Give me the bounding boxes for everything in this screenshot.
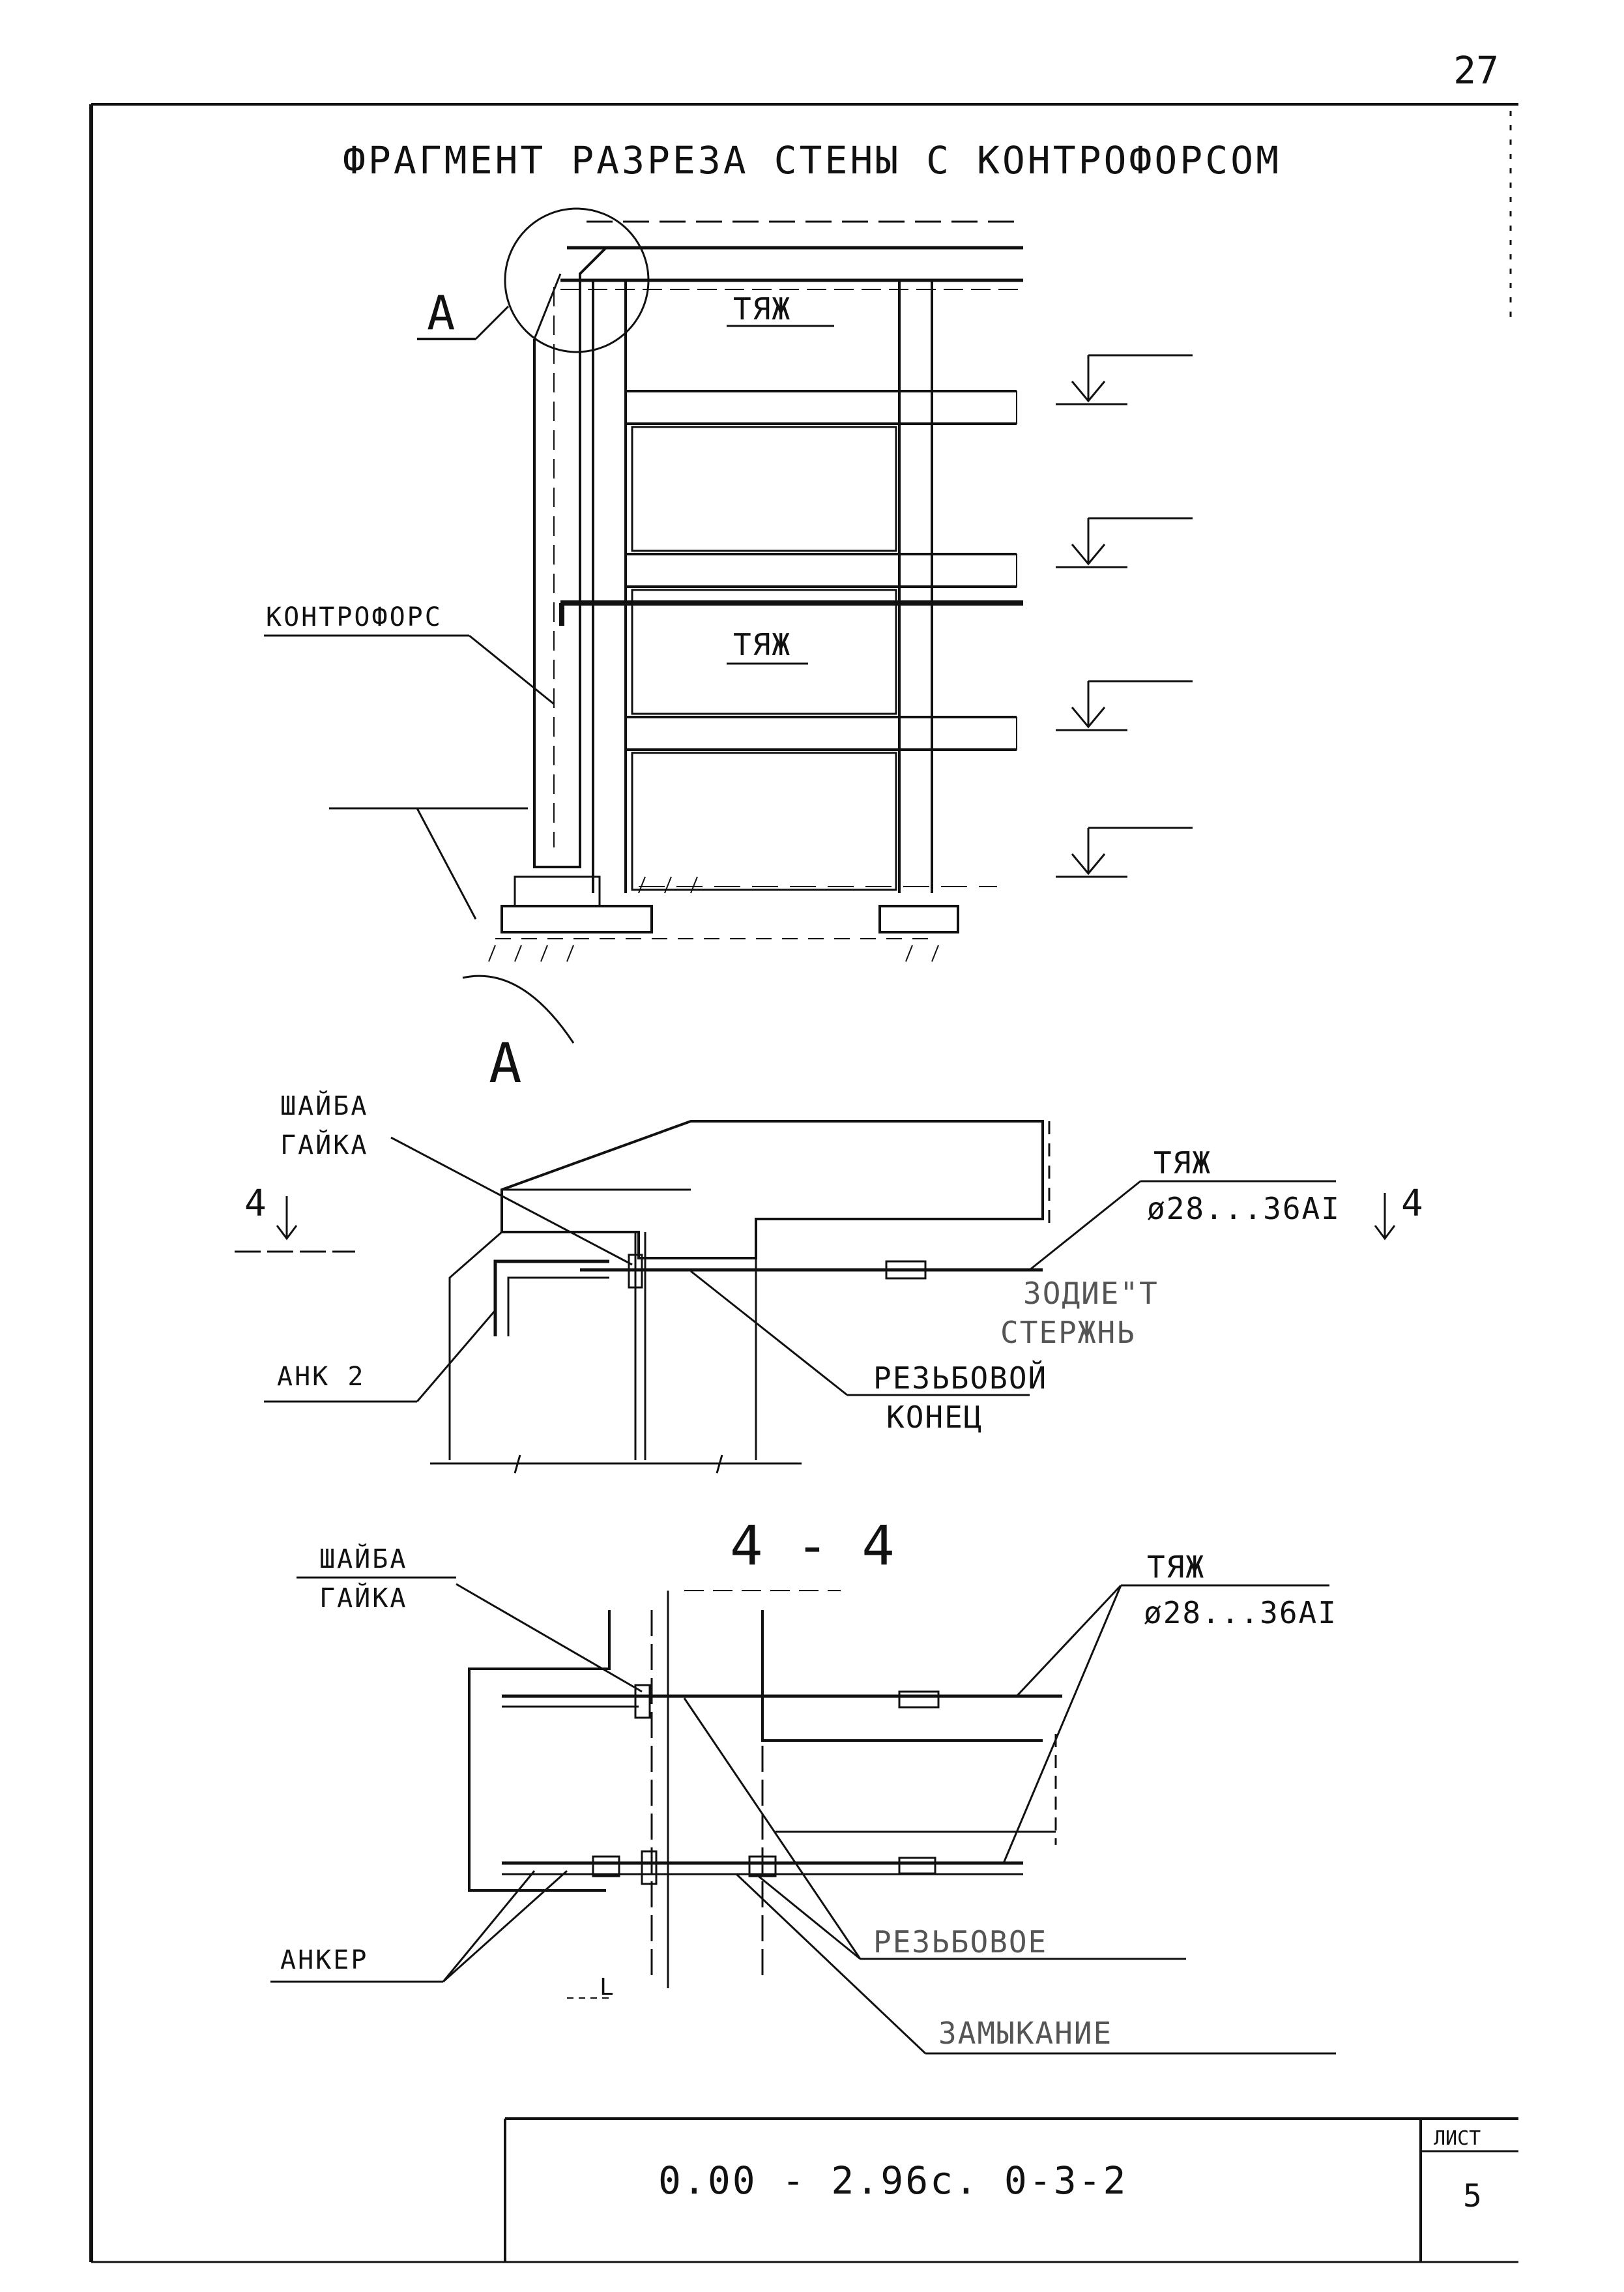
detail-a-tie-diameter: ø28...36AI — [1147, 1191, 1341, 1226]
tie-label-middle: ТЯЖ — [733, 627, 791, 662]
detail-a-tie-label: ТЯЖ — [1153, 1145, 1211, 1181]
drawing-title: ФРАГМЕНТ РАЗРЕЗА СТЕНЫ С КОНТРОФОРСОМ — [343, 138, 1281, 183]
floor-slabs — [626, 390, 1017, 891]
section-4-4-view: 4 - 4 ШАЙБА ГАЙКА ТЯЖ ø28...36AI А — [270, 1514, 1337, 2055]
section-4-4-small-mark: L — [600, 1974, 614, 2001]
section-4-4-anchor-label: АНКЕР — [280, 1945, 368, 1975]
detail-a-threaded-line2: КОНЕЦ — [886, 1400, 983, 1435]
detail-a-callout-label: А — [427, 286, 455, 340]
detail-a-threaded-line1: РЕЗЬБОВОЙ — [873, 1360, 1047, 1396]
detail-a-nut-label: ГАЙКА — [280, 1129, 368, 1160]
title-block: 0.00 - 2.96с. 0-3-2 ЛИСТ 5 — [504, 2117, 1518, 2262]
sheet-frame — [89, 103, 1518, 2263]
detail-a-weld-rod-line1: ЗОДИЕ"Т — [1023, 1276, 1159, 1311]
detail-a-section-mark-right: 4 — [1401, 1183, 1423, 1225]
section-4-4-nut-label: ГАЙКА — [319, 1582, 407, 1613]
footings — [488, 875, 997, 962]
section-4-4-title: 4 - 4 — [730, 1514, 895, 1578]
detail-a-view: А ШАЙБА ГАЙКА 4 4 ТЯЖ ø28...36AI З — [235, 975, 1423, 1474]
page-number: 27 — [1453, 48, 1499, 93]
sheet-number: 5 — [1463, 2178, 1482, 2214]
detail-a-weld-rod-line2: СТЕРЖНЬ — [1000, 1315, 1136, 1350]
detail-a-anchor-label: АНК 2 — [277, 1362, 365, 1392]
detail-a-washer-label: ШАЙБА — [280, 1090, 368, 1121]
buttress-label: КОНТРОФОРС — [266, 602, 442, 632]
detail-a-section-mark-left: 4 — [244, 1183, 267, 1225]
document-code: 0.00 - 2.96с. 0-3-2 — [658, 2158, 1127, 2203]
section-4-4-closure-label: ЗАМЫКАНИЕ — [938, 2016, 1112, 2051]
section-4-4-tie-diameter: ø28...36AI — [1144, 1595, 1337, 1630]
tie-label-top: ТЯЖ — [733, 291, 791, 327]
wall-section-view: А ТЯЖ ТЯЖ КОНТРОФОРС — [264, 207, 1193, 962]
section-4-4-washer-label: ШАЙБА — [319, 1543, 407, 1574]
section-4-4-tie-label: ТЯЖ — [1147, 1550, 1205, 1585]
section-markers — [1056, 354, 1193, 878]
sheet-label: ЛИСТ — [1434, 2127, 1481, 2150]
detail-a-callout-circle — [504, 207, 650, 353]
section-4-4-threaded-label: РЕЗЬБОВОЕ — [873, 1924, 1047, 1960]
detail-a-title: А — [489, 1031, 522, 1095]
